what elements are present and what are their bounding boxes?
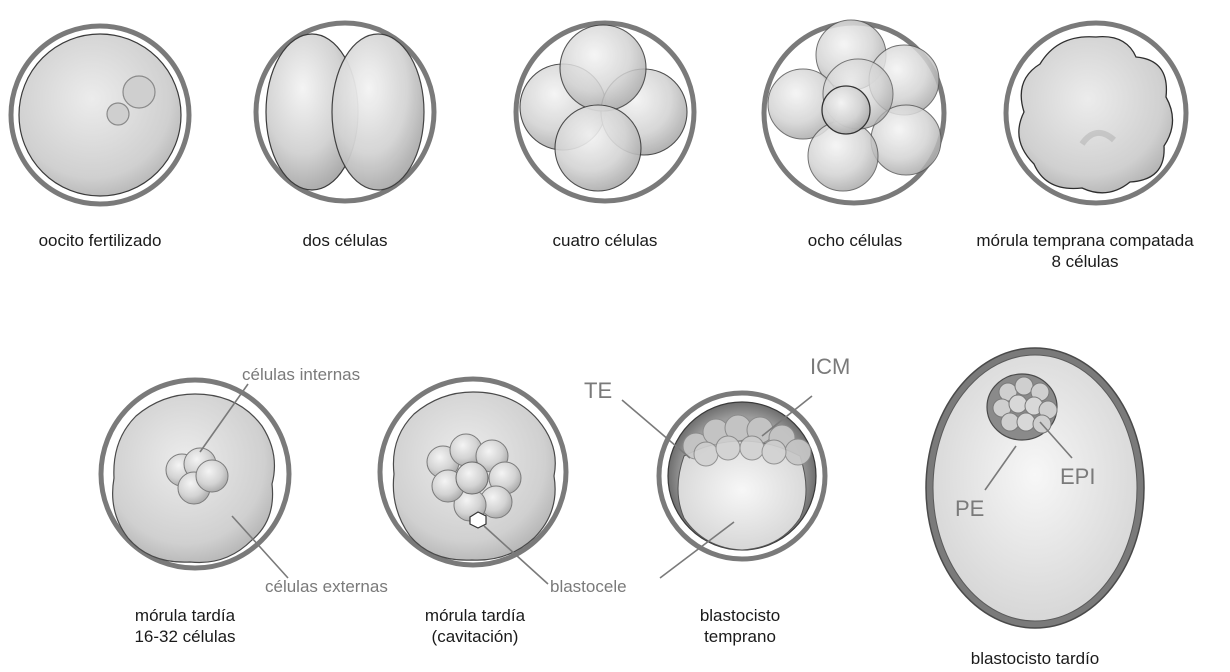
stage-four-cells [516,23,694,201]
stage-cavitation [380,379,566,584]
caption-late-morula: mórula tardía 16-32 células [110,605,260,647]
caption-eight-cells: ocho células [780,230,930,251]
stage-early-blastocyst [622,393,825,578]
caption-two-cells: dos células [270,230,420,251]
stage-eight-cells [764,20,944,203]
label-outer-cells: células externas [265,578,388,595]
stage-late-morula [101,380,289,578]
stage-fertilized-oocyte [11,26,189,204]
caption-fertilized-oocyte: oocito fertilizado [20,230,180,251]
caption-early-compacted-morula: mórula temprana compatada 8 células [950,230,1220,272]
stage-late-blastocyst [926,348,1144,628]
label-inner-cells: células internas [242,366,360,383]
label-epi: EPI [1060,466,1095,488]
caption-four-cells: cuatro células [525,230,685,251]
label-te: TE [584,380,612,402]
caption-early-blastocyst: blastocisto temprano [670,605,810,647]
label-blastocoel: blastocele [550,578,627,595]
label-icm: ICM [810,356,850,378]
pronucleus [123,76,155,108]
stage-early-compacted-morula [1006,23,1186,203]
caption-late-blastocyst: blastocisto tardío [940,648,1130,669]
label-pe: PE [955,498,984,520]
stage-two-cells [256,23,434,201]
caption-cavitation: mórula tardía (cavitación) [395,605,555,647]
pronucleus [107,103,129,125]
